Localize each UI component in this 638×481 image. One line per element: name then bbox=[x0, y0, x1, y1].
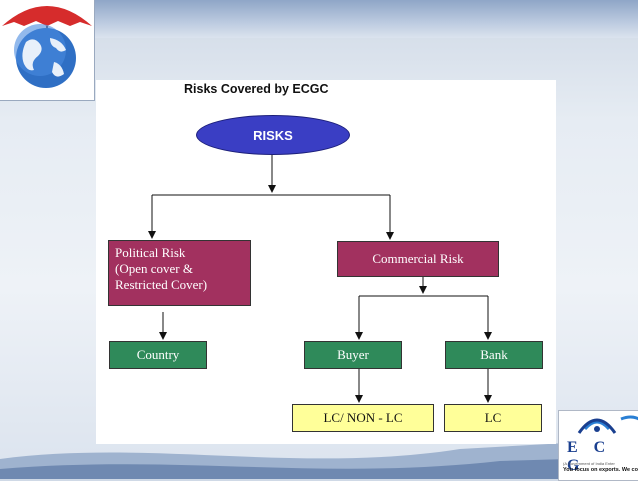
bottom-wave-decoration bbox=[0, 439, 638, 479]
ecgc-letters: E C G bbox=[567, 439, 612, 474]
country-node: Country bbox=[109, 341, 207, 369]
connector-lines bbox=[148, 153, 492, 403]
ecgc-logo: E C G (A Government of India Enter You f… bbox=[558, 410, 638, 481]
lc-node: LC bbox=[444, 404, 542, 432]
buyer-node: Buyer bbox=[304, 341, 402, 369]
political-risk-line-2: (Open cover & bbox=[115, 261, 193, 276]
ecgc-subtitle: (A Government of India Enter bbox=[563, 461, 615, 466]
diagram-slide: Risks Covered by ECGC RISKS Political Ri… bbox=[96, 80, 556, 444]
political-risk-node: Political Risk (Open cover & Restricted … bbox=[108, 240, 251, 306]
lc-non-lc-node: LC/ NON - LC bbox=[292, 404, 434, 432]
bank-node: Bank bbox=[445, 341, 543, 369]
top-header-band bbox=[0, 0, 638, 38]
globe-umbrella-logo bbox=[0, 0, 95, 101]
globe-umbrella-icon bbox=[2, 2, 92, 88]
political-risk-line-3: Restricted Cover) bbox=[115, 277, 208, 292]
commercial-risk-node: Commercial Risk bbox=[337, 241, 499, 277]
political-risk-line-1: Political Risk bbox=[115, 245, 186, 260]
ecgc-signal-icon bbox=[577, 415, 638, 434]
risks-root-node: RISKS bbox=[196, 115, 350, 155]
ecgc-tagline: You focus on exports. We co bbox=[563, 467, 638, 473]
diagram-title: Risks Covered by ECGC bbox=[184, 82, 329, 96]
